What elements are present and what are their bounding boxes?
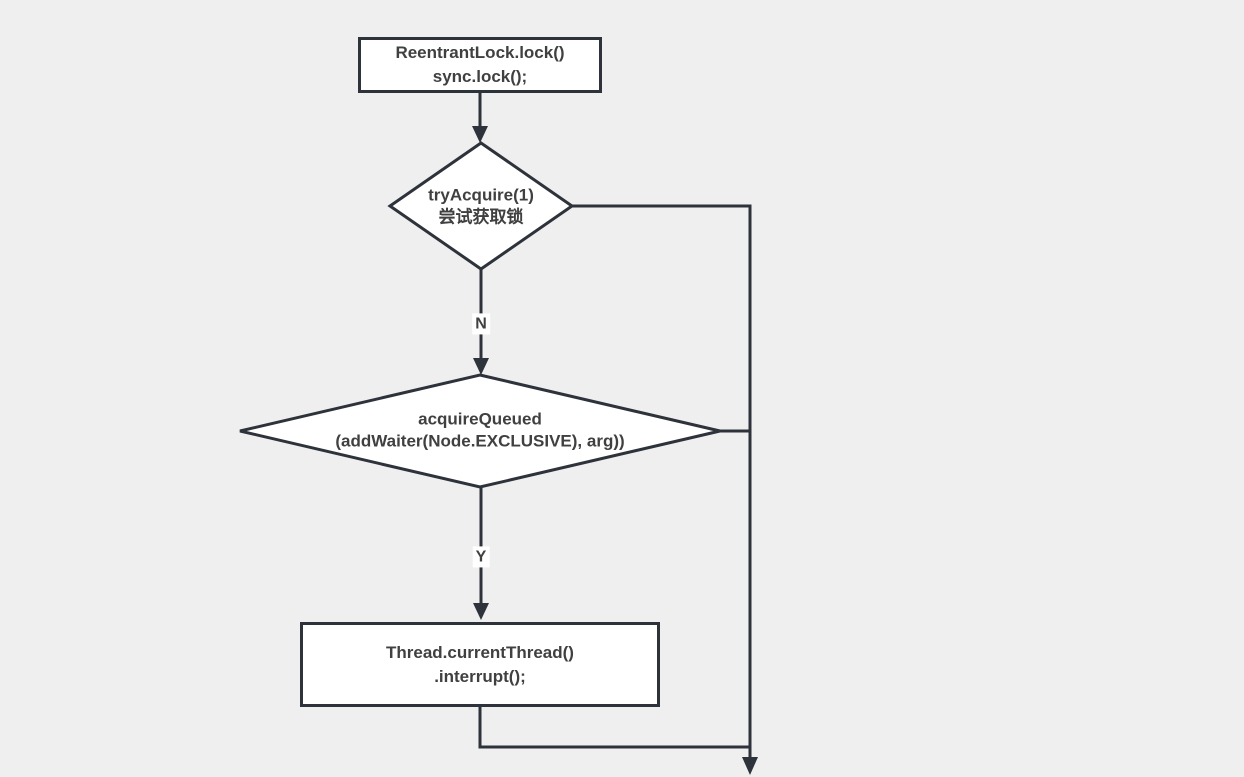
diamond-acquirequeued (239, 373, 721, 489)
edge-interrupt-to-exit (478, 707, 750, 749)
node-reentrantlock-lock-line2: sync.lock(); (432, 67, 528, 86)
node-thread-interrupt-line1: Thread.currentThread() (386, 642, 574, 662)
node-thread-interrupt-line2: .interrupt(); (434, 666, 526, 686)
node-thread-interrupt: Thread.currentThread() .interrupt(); (300, 622, 660, 707)
node-reentrantlock-lock: ReentrantLock.lock() sync.lock(); (358, 37, 602, 93)
edge-label-y: Y (472, 546, 490, 568)
arrowhead-into-acquirequeued (473, 358, 489, 375)
node-thread-interrupt-label: Thread.currentThread() .interrupt(); (386, 641, 574, 689)
diamond-tryacquire (387, 141, 575, 271)
arrowhead-into-interrupt (473, 603, 489, 620)
arrowhead-into-tryacquire (472, 126, 488, 143)
node-reentrantlock-lock-line1: ReentrantLock.lock() (395, 43, 565, 63)
edge-label-n: N (472, 313, 490, 335)
node-reentrantlock-lock-label: ReentrantLock.lock() sync.lock(); (395, 41, 564, 89)
arrowhead-bottom-exit (742, 757, 758, 775)
edge-tryacquire-right-down (572, 204, 752, 757)
